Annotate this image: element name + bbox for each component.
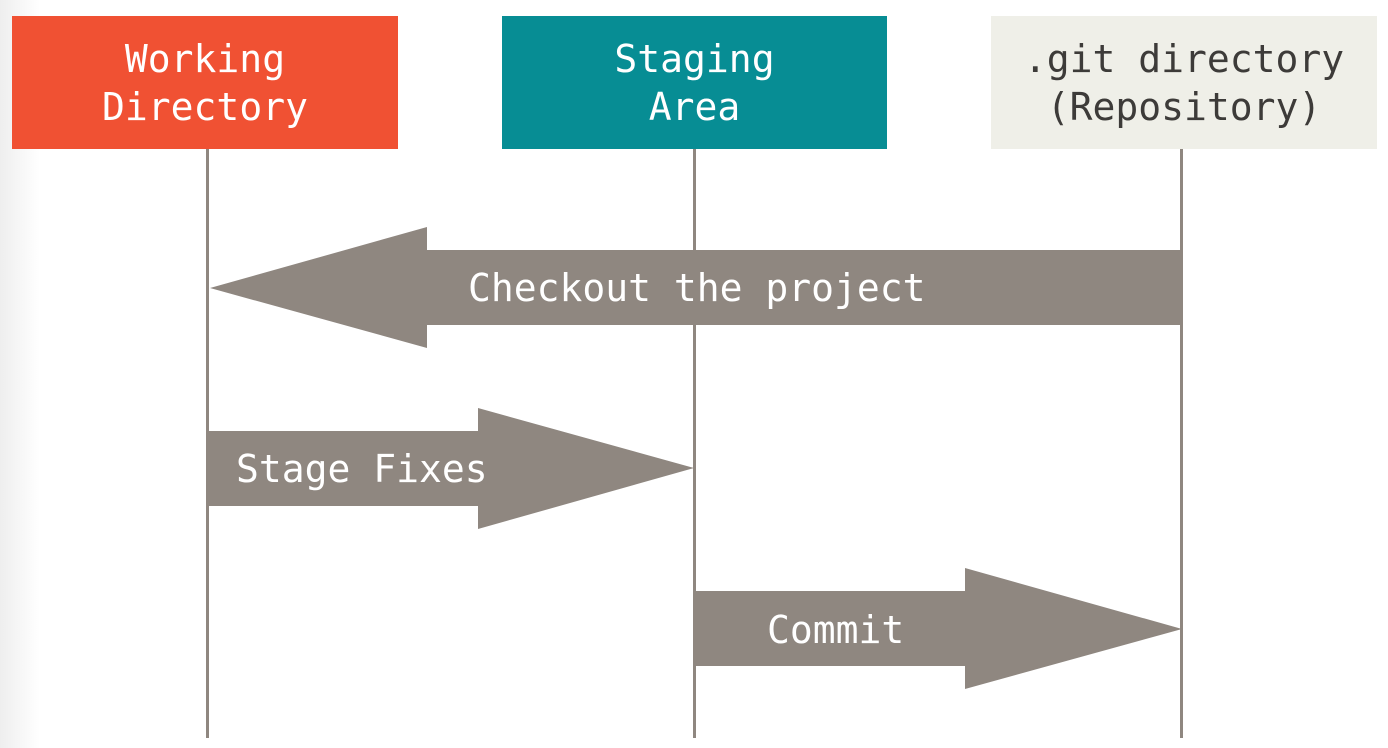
working-directory-box: Working Directory [12,16,398,149]
repository-label-line2: (Repository) [1046,84,1322,129]
staging-area-box: Staging Area [502,16,887,149]
staging-area-label-line2: Area [648,84,741,129]
commit-arrow: Commit [694,568,1182,689]
stage-fixes-arrow-label: Stage Fixes [236,447,488,491]
stage-fixes-arrow-shape [207,408,694,529]
repository-box: .git directory (Repository) [991,16,1377,149]
working-directory-label-line2: Directory [102,84,308,129]
commit-arrow-label: Commit [767,608,904,652]
checkout-arrow-shape [210,227,1182,348]
commit-arrow-shape [694,568,1182,689]
checkout-arrow-label: Checkout the project [468,266,926,310]
repository-label-line1: .git directory [1023,36,1345,81]
working-directory-label-line1: Working [124,36,286,81]
staging-area-lifeline [693,148,696,738]
repository-lifeline [1180,148,1183,738]
stage-fixes-arrow: Stage Fixes [207,408,694,529]
checkout-arrow: Checkout the project [210,227,1182,348]
staging-area-label-line1: Staging [614,36,775,81]
